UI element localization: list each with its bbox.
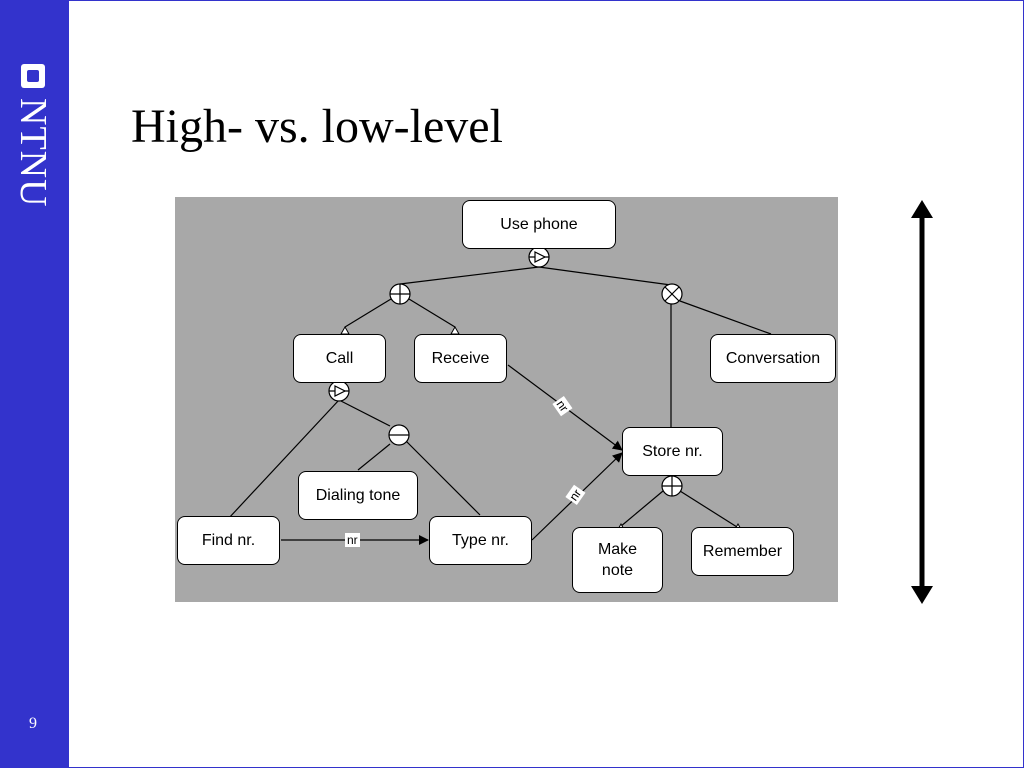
- edge-call-find: [227, 399, 340, 520]
- node-use-phone: Use phone: [462, 200, 616, 249]
- node-make-note-line2: note: [601, 562, 634, 579]
- ntnu-logo-icon: [21, 64, 45, 88]
- edge-minus-dialing: [357, 443, 391, 471]
- alternative-operator-icon: [388, 424, 410, 446]
- node-type-nr: Type nr.: [429, 516, 532, 565]
- node-dialing-tone-label: Dialing tone: [315, 487, 401, 504]
- or-operator-store-icon: [661, 475, 683, 497]
- node-call-label: Call: [325, 350, 354, 367]
- node-make-note: Make note: [572, 527, 663, 593]
- triangle-call: [340, 325, 350, 335]
- node-remember: Remember: [691, 527, 794, 576]
- node-type-nr-label: Type nr.: [452, 532, 509, 549]
- node-find-nr: Find nr.: [177, 516, 280, 565]
- edge-op-to-times: [538, 266, 672, 286]
- slide-title: High- vs. low-level: [131, 100, 503, 153]
- node-store-nr: Store nr.: [622, 427, 723, 476]
- level-double-arrow-icon: [911, 200, 933, 604]
- edge-plus-receive: [408, 298, 456, 328]
- node-use-phone-label: Use phone: [500, 216, 578, 233]
- node-call: Call: [293, 334, 386, 383]
- or-operator-icon: [389, 283, 411, 305]
- slide-number: 9: [29, 715, 37, 732]
- edge-op-to-plus: [399, 266, 540, 285]
- node-remember-label: Remember: [702, 543, 783, 560]
- edge-plus-call: [344, 298, 392, 328]
- triangle-receive: [450, 325, 460, 335]
- node-store-nr-label: Store nr.: [642, 443, 703, 460]
- node-make-note-line1: Make: [597, 541, 638, 558]
- task-diagram: Use phone Call Receive Conversation Stor…: [175, 197, 838, 602]
- node-find-nr-label: Find nr.: [201, 532, 256, 549]
- edge-minus-type: [405, 440, 481, 516]
- ntnu-logo-text: NTNU: [12, 98, 54, 208]
- sequence-operator-call-icon: [328, 380, 350, 402]
- edge-call-minus: [338, 399, 391, 427]
- edge-label-find-type: nr: [345, 533, 360, 547]
- node-dialing-tone: Dialing tone: [298, 471, 418, 520]
- node-receive-label: Receive: [431, 350, 490, 367]
- node-conversation-label: Conversation: [725, 350, 821, 367]
- and-operator-icon: [661, 283, 683, 305]
- edge-storeplus-remember: [679, 490, 738, 528]
- sidebar: NTNU 9: [0, 0, 69, 768]
- node-conversation: Conversation: [710, 334, 836, 383]
- node-receive: Receive: [414, 334, 507, 383]
- edge-times-conversation: [679, 300, 772, 335]
- edge-storeplus-make: [619, 490, 664, 528]
- sequence-operator-usephone-icon: [528, 246, 550, 268]
